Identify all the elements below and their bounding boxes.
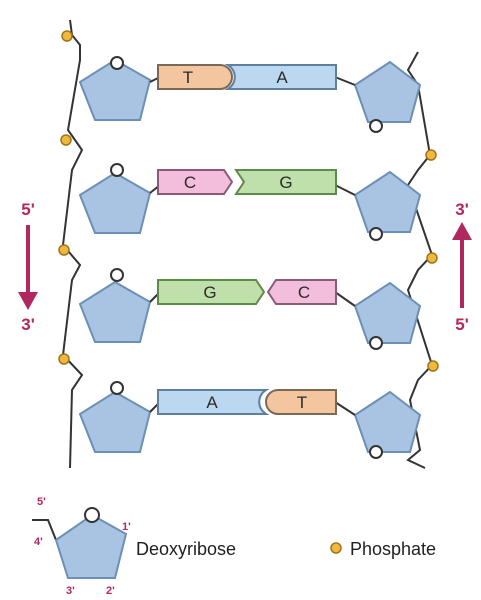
connector-r2 bbox=[334, 184, 356, 196]
phosphate-right-1 bbox=[425, 149, 437, 161]
sugar-left-3 bbox=[78, 280, 152, 343]
legend-carbon-3: 3' bbox=[66, 585, 75, 597]
phosphate-left-1 bbox=[61, 30, 73, 42]
legend-phosphate: Phosphate bbox=[330, 539, 436, 559]
base-connectors bbox=[149, 76, 356, 416]
legend-phosphate-label: Phosphate bbox=[350, 539, 436, 559]
base-right-2 bbox=[234, 169, 337, 195]
left-strand-top-label: 5' bbox=[21, 200, 35, 219]
legend-deoxyribose: 5' 4' 1' 3' 2' Deoxyribose bbox=[32, 496, 236, 597]
legend-carbon-1: 1' bbox=[122, 521, 131, 533]
legend: 5' 4' 1' 3' 2' Deoxyribose Phosphate bbox=[32, 496, 436, 597]
sugar-left-2 bbox=[78, 171, 152, 234]
sugar-right-1 bbox=[353, 60, 422, 123]
legend-carbon-4: 4' bbox=[34, 536, 43, 548]
left-strand-arrowhead bbox=[18, 292, 38, 310]
phosphate-right-2 bbox=[426, 252, 438, 264]
base-left-label-1: T bbox=[183, 68, 193, 87]
right-backbone bbox=[406, 51, 434, 469]
base-pair-3: G C bbox=[157, 279, 337, 305]
sugar-left-4 bbox=[78, 390, 152, 453]
connector-r3 bbox=[334, 291, 356, 307]
base-left-2 bbox=[157, 169, 234, 195]
oxygen-left-2 bbox=[110, 163, 124, 177]
legend-sugar-shape bbox=[54, 513, 128, 579]
oxygen-right-2 bbox=[369, 227, 383, 241]
oxygen-right-1 bbox=[369, 119, 383, 133]
base-pair-4: A T bbox=[157, 389, 337, 415]
sugar-right-3 bbox=[353, 281, 422, 344]
oxygen-right-4 bbox=[369, 445, 383, 459]
left-strand-direction: 5' 3' bbox=[18, 200, 38, 334]
sugar-right-4 bbox=[353, 390, 422, 453]
right-strand-direction: 3' 5' bbox=[452, 200, 472, 334]
oxygen-left-3 bbox=[110, 268, 124, 282]
base-right-label-3: C bbox=[298, 283, 310, 302]
right-strand-bottom-label: 5' bbox=[455, 315, 469, 334]
base-right-4 bbox=[265, 389, 337, 415]
legend-carbon-5: 5' bbox=[37, 496, 46, 508]
connector-r4 bbox=[334, 401, 356, 416]
right-strand-top-label: 3' bbox=[455, 200, 469, 219]
base-pairs: T A C G G C A T bbox=[157, 64, 337, 415]
oxygen-right-3 bbox=[369, 336, 383, 350]
legend-deoxyribose-label: Deoxyribose bbox=[136, 539, 236, 559]
base-left-label-4: A bbox=[206, 393, 218, 412]
base-right-1 bbox=[224, 64, 337, 90]
right-sugars bbox=[353, 60, 422, 453]
base-left-label-3: G bbox=[203, 283, 216, 302]
legend-carbon-2: 2' bbox=[106, 585, 115, 597]
left-backbone bbox=[61, 19, 84, 469]
ring-oxygens bbox=[110, 56, 383, 459]
phosphates bbox=[58, 30, 439, 372]
connector-r1 bbox=[334, 76, 356, 86]
legend-phosphate-dot bbox=[330, 542, 342, 554]
phosphate-left-3 bbox=[58, 244, 70, 256]
base-pair-2: C G bbox=[157, 169, 337, 195]
legend-sugar-oxygen bbox=[84, 507, 100, 523]
right-strand-arrowhead bbox=[452, 222, 472, 240]
phosphate-right-3 bbox=[427, 360, 439, 372]
phosphate-left-4 bbox=[58, 353, 70, 365]
base-pair-1: T A bbox=[157, 64, 337, 90]
legend-sugar-tail bbox=[32, 519, 57, 541]
base-right-3 bbox=[266, 279, 337, 305]
base-left-3 bbox=[157, 279, 266, 305]
sugar-right-2 bbox=[353, 170, 422, 233]
oxygen-left-1 bbox=[110, 56, 124, 70]
base-right-label-4: T bbox=[297, 393, 307, 412]
sugar-left-1 bbox=[78, 58, 152, 121]
base-left-4 bbox=[157, 389, 270, 415]
base-right-label-1: A bbox=[276, 68, 288, 87]
base-right-label-2: G bbox=[279, 173, 292, 192]
left-backbone-line bbox=[61, 19, 84, 469]
right-backbone-line bbox=[406, 51, 434, 469]
oxygen-left-4 bbox=[110, 381, 124, 395]
left-sugars bbox=[78, 58, 152, 453]
phosphate-left-2 bbox=[60, 134, 72, 146]
left-strand-bottom-label: 3' bbox=[21, 315, 35, 334]
base-left-label-2: C bbox=[184, 173, 196, 192]
base-left-1 bbox=[157, 64, 233, 90]
